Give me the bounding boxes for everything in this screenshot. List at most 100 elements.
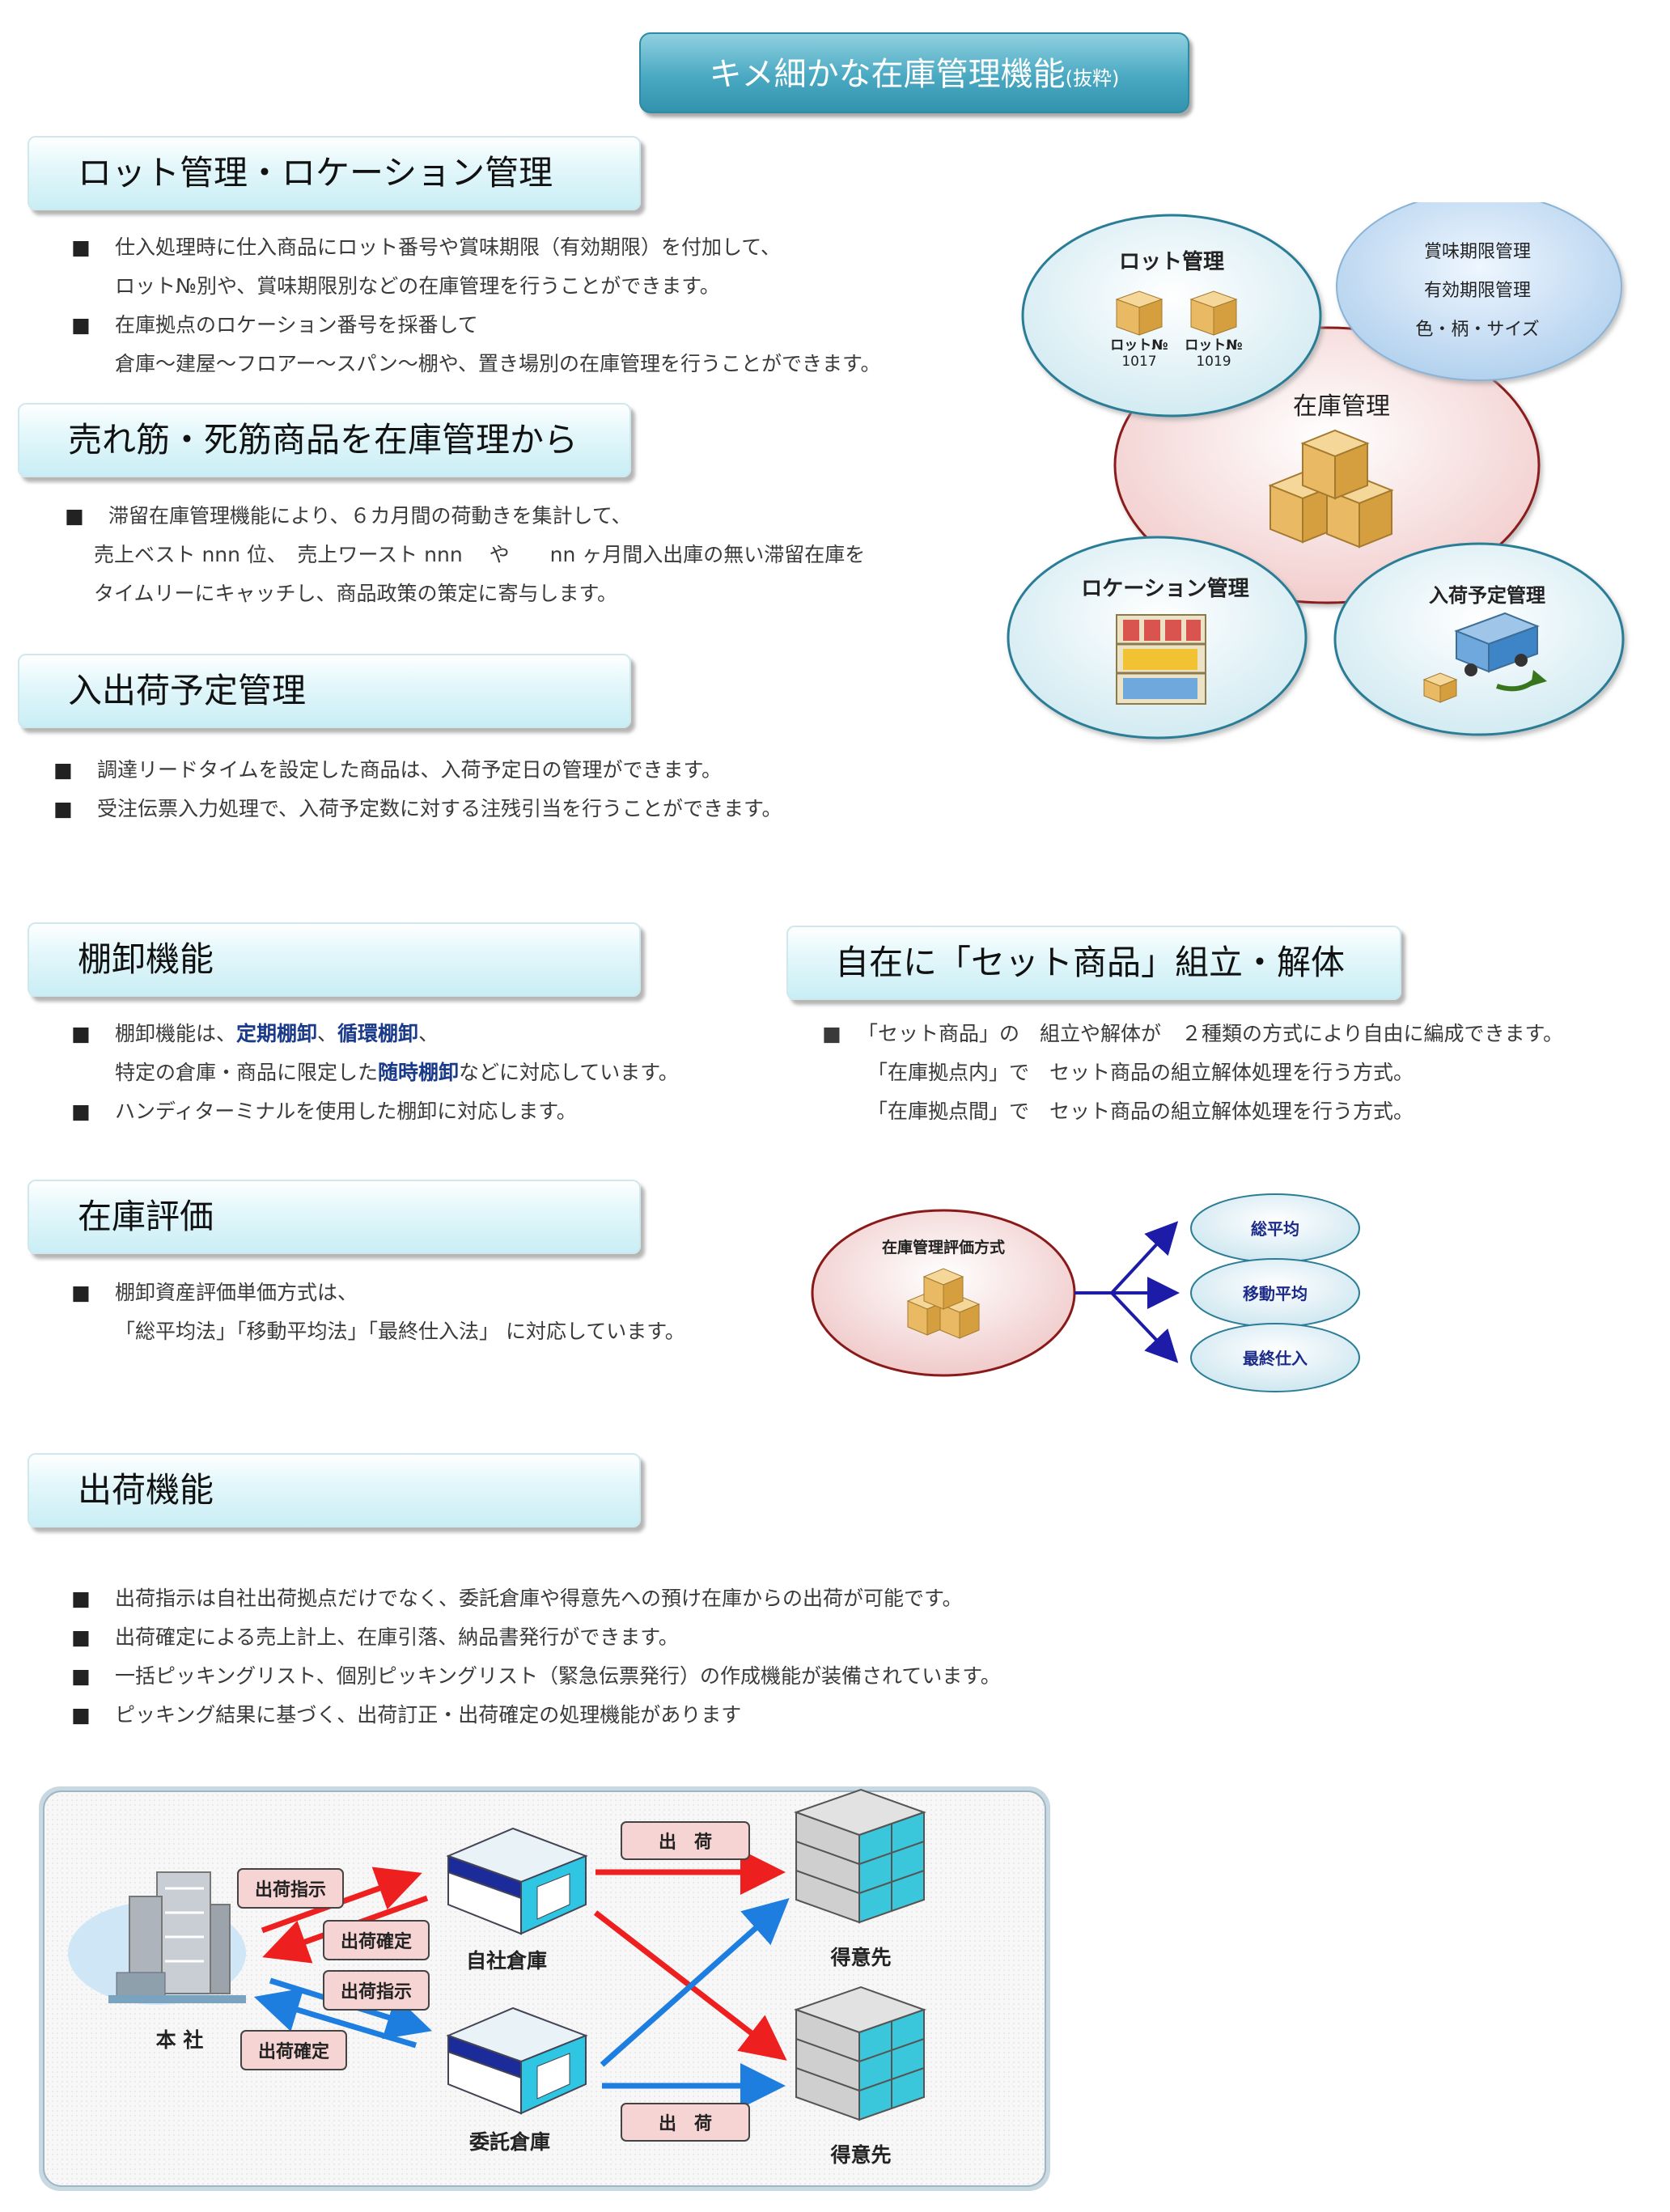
text-sep: 、 — [317, 1022, 338, 1045]
text-line: 在庫拠点のロケーション番号を採番して — [115, 313, 478, 337]
section-heading-set: 自在に「セット商品」組立・解体 — [786, 926, 1401, 1000]
section-body-set: ■「セット商品」の 組立や解体が ２種類の方式により自由に編成できます。 「在庫… — [822, 1015, 1563, 1131]
text-line: 出荷確定による売上計上、在庫引落、納品書発行ができます。 — [115, 1625, 679, 1649]
page-title-text: キメ細かな在庫管理機能 — [709, 56, 1066, 93]
page-title: キメ細かな在庫管理機能(抜粋) — [639, 32, 1189, 113]
label-ship-top: 出 荷 — [621, 1821, 750, 1860]
customer-building-icon-bottom — [794, 1985, 926, 2121]
text-line: 受注伝票入力処理で、入荷予定数に対する注残引当を行うことができます。 — [97, 797, 782, 820]
label-ship-bottom: 出 荷 — [621, 2103, 750, 2142]
section-body-plan: ■ 調達リードタイムを設定した商品は、入荷予定日の管理ができます。 ■ 受注伝票入力… — [53, 751, 782, 828]
section-heading-lot: ロット管理・ロケーション管理 — [28, 136, 641, 210]
text-line: 売上ベスト nnn 位、 売上ワースト nnn や nn ヶ月間入出庫の無い滞留… — [94, 543, 866, 566]
consignment-warehouse-icon — [446, 2006, 588, 2115]
section-body-ship: ■ 出荷指示は自社出荷拠点だけでなく、委託倉庫や得意先への預け在庫からの出荷が可能… — [71, 1579, 1001, 1735]
label-ship-instruction-2: 出荷指示 — [323, 1970, 430, 2011]
lot-b-number: 1019 — [1196, 354, 1231, 370]
text-line: 仕入処理時に仕入商品にロット番号や賞味期限（有効期限）を付加して、 — [115, 235, 782, 259]
text-line: 調達リードタイムを設定した商品は、入荷予定日の管理ができます。 — [97, 758, 723, 782]
bullet: ■ — [65, 504, 84, 528]
text-line: 一括ピッキングリスト、個別ピッキングリスト（緊急伝票発行）の作成機能が装備されて… — [115, 1664, 1001, 1688]
box-stack-icon — [1268, 429, 1394, 549]
text-line: 倉庫～建屋～フロアー～スパン～棚や、置き場別の在庫管理を行うことができます。 — [115, 352, 881, 375]
lot-label: ロット管理 — [1119, 250, 1224, 274]
section-heading-plan-text: 入出荷予定管理 — [68, 671, 307, 710]
section-heading-ship-text: 出荷機能 — [78, 1470, 214, 1510]
section-heading-valuation-text: 在庫評価 — [78, 1197, 214, 1236]
keyword-cyclic-stocktake: 循環棚卸 — [337, 1022, 419, 1045]
bullet: ■ — [71, 1703, 91, 1727]
bullet: ■ — [71, 235, 91, 259]
customer-top-label: 得意先 — [829, 1946, 891, 1969]
page-title-sub: (抜粋) — [1065, 67, 1120, 90]
arrow-consign-to-customer-top — [600, 1898, 790, 2067]
customer-building-icon-top — [794, 1788, 926, 1924]
lot-a-number: 1017 — [1121, 354, 1156, 370]
method-ellipse-last — [1190, 1323, 1360, 1392]
arrow-ship-confirm-consign — [253, 1988, 418, 2049]
shelf-icon — [1116, 614, 1206, 705]
section-heading-lot-text: ロット管理・ロケーション管理 — [78, 153, 553, 193]
label-ship-confirm-2-text: 出荷確定 — [258, 2041, 329, 2062]
text-line: 「総平均法」「移動平均法」「最終仕入法」 に対応しています。 — [115, 1320, 685, 1343]
text-line: 出荷指示は自社出荷拠点だけでなく、委託倉庫や得意先への預け在庫からの出荷が可能で… — [115, 1587, 963, 1610]
section-body-valuation: ■ 棚卸資産評価単価方式は、 「総平均法」「移動平均法」「最終仕入法」 に対応して… — [71, 1273, 685, 1351]
keyword-adhoc-stocktake: 随時棚卸 — [378, 1061, 460, 1084]
label-ship-instruction-1: 出荷指示 — [237, 1868, 344, 1909]
valuation-center-label: 在庫管理評価方式 — [882, 1238, 1005, 1256]
text-line: 特定の倉庫・商品に限定した — [115, 1061, 379, 1084]
text-sep: 、 — [418, 1022, 439, 1045]
section-body-stocktake: ■棚卸機能は、定期棚卸、循環棚卸、 特定の倉庫・商品に限定した随時棚卸などに対応… — [71, 1015, 679, 1131]
method-moving-label: 移動平均 — [1243, 1284, 1308, 1303]
bullet: ■ — [71, 1022, 91, 1045]
section-heading-sell-text: 売れ筋・死筋商品を在庫管理から — [68, 420, 579, 460]
expiry-label-1: 賞味期限管理 — [1424, 242, 1531, 262]
bullet: ■ — [71, 1587, 91, 1610]
method-average-label: 総平均 — [1251, 1219, 1299, 1239]
label-ship-top-text: 出 荷 — [659, 1833, 712, 1853]
truck-icon — [1422, 612, 1547, 703]
section-heading-stocktake: 棚卸機能 — [28, 922, 641, 997]
bullet: ■ — [71, 1664, 91, 1688]
headquarters-building-icon — [68, 1871, 246, 2005]
label-ship-instruction-2-text: 出荷指示 — [341, 1982, 412, 2002]
section-body-lot: ■仕入処理時に仕入商品にロット番号や賞味期限（有効期限）を付加して、 ロット№別… — [71, 228, 881, 383]
section-heading-ship: 出荷機能 — [28, 1453, 641, 1528]
arrival-label: 入荷予定管理 — [1429, 584, 1545, 607]
method-last-label: 最終仕入 — [1243, 1349, 1308, 1368]
expiry-ellipse — [1336, 202, 1622, 381]
bullet: ■ — [53, 758, 73, 782]
arrow-own-to-customer-bottom — [593, 1910, 787, 2061]
bullet: ■ — [71, 1625, 91, 1649]
box-stack-icon — [906, 1268, 981, 1339]
bullet: ■ — [71, 1281, 91, 1304]
section-heading-valuation: 在庫評価 — [28, 1180, 641, 1254]
expiry-label-2: 有効期限管理 — [1424, 281, 1531, 301]
own-warehouse-label: 自社倉庫 — [466, 1949, 547, 1973]
label-ship-confirm-1-text: 出荷確定 — [341, 1931, 412, 1952]
lot-a-label: ロット№ — [1110, 337, 1168, 354]
bullet: ■ — [53, 797, 73, 820]
keyword-periodic-stocktake: 定期棚卸 — [236, 1022, 318, 1045]
label-ship-instruction-1-text: 出荷指示 — [255, 1880, 326, 1901]
text-line: 「在庫拠点内」で セット商品の組立解体処理を行う方式。 — [867, 1061, 1414, 1084]
bullet: ■ — [71, 313, 91, 337]
label-ship-confirm-2: 出荷確定 — [240, 2030, 347, 2070]
text-line: などに対応しています。 — [459, 1061, 679, 1084]
label-ship-bottom-text: 出 荷 — [659, 2114, 712, 2134]
text-line: 棚卸資産評価単価方式は、 — [115, 1281, 358, 1304]
lot-box-icon — [1115, 290, 1163, 336]
section-heading-plan: 入出荷予定管理 — [18, 654, 631, 728]
center-label: 在庫管理 — [1293, 392, 1390, 421]
valuation-method-diagram: 在庫管理評価方式 総平均 移動平均 最終仕入 — [811, 1193, 1360, 1392]
text-line: ピッキング結果に基づく、出荷訂正・出荷確定の処理機能があります — [115, 1703, 742, 1727]
own-warehouse-icon — [446, 1827, 588, 1935]
text-line: 滞留在庫管理機能により、６カ月間の荷動きを集計して、 — [108, 504, 632, 528]
hq-label: 本 社 — [156, 2028, 204, 2052]
lot-box-icon — [1189, 290, 1238, 336]
text-line: 「セット商品」の 組立や解体が ２種類の方式により自由に編成できます。 — [858, 1022, 1564, 1045]
section-body-sell: ■ 滞留在庫管理機能により、６カ月間の荷動きを集計して、 売上ベスト nnn 位、… — [65, 497, 865, 613]
inventory-management-diagram: ロット管理 ロット№ 1017 ロット№ 1019 賞味期限管理 有効期限管理 … — [1007, 202, 1625, 739]
shipping-flow-diagram: 本 社 自社倉庫 委託倉庫 得意先 得意先 — [39, 1786, 1050, 2191]
customer-bottom-label: 得意先 — [829, 2143, 891, 2167]
